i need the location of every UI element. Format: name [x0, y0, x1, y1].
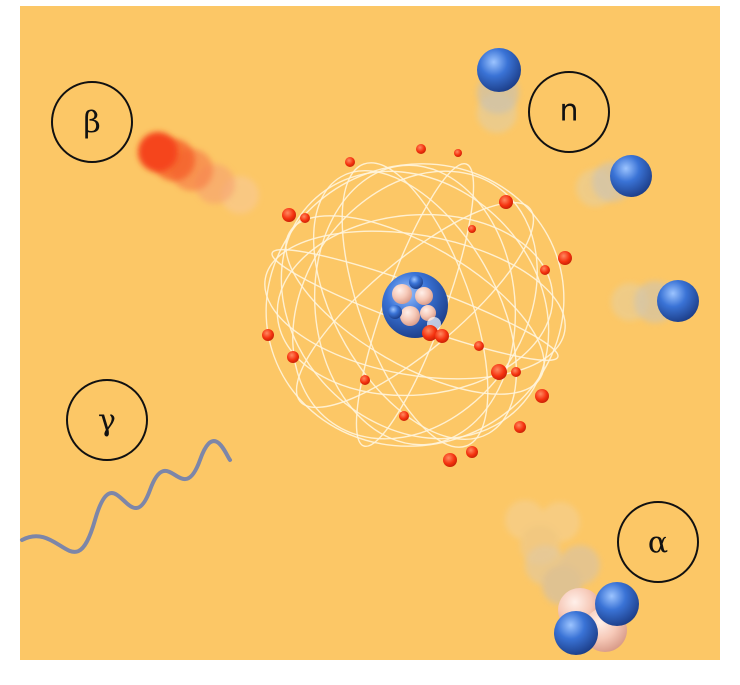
electron — [416, 144, 426, 154]
alpha-symbol: α — [648, 526, 668, 561]
electron — [262, 329, 274, 341]
electron — [360, 375, 370, 385]
beta-label: β — [51, 81, 133, 163]
electron — [511, 367, 521, 377]
electron — [300, 213, 310, 223]
neutron-symbol: n — [559, 94, 578, 129]
wave-icon — [20, 439, 232, 554]
electron — [443, 453, 457, 467]
electron — [466, 446, 478, 458]
electron — [468, 225, 476, 233]
electron — [474, 341, 484, 351]
electron — [454, 149, 462, 157]
electron — [287, 351, 299, 363]
atom-icon — [262, 144, 572, 467]
electron — [399, 411, 409, 421]
electron — [499, 195, 513, 209]
electron — [535, 389, 549, 403]
electron — [540, 265, 550, 275]
electron — [345, 157, 355, 167]
gamma-symbol: γ — [98, 404, 116, 439]
electrons — [262, 144, 572, 467]
electron — [282, 208, 296, 222]
neutron-label: n — [528, 71, 610, 153]
electron — [558, 251, 572, 265]
beta-symbol: β — [83, 106, 100, 141]
alpha-label: α — [617, 501, 699, 583]
neutron-sphere-icon — [477, 48, 699, 323]
atom-nucleus — [382, 272, 449, 343]
electron-trail-icon — [138, 132, 259, 214]
gamma-label: γ — [66, 379, 148, 461]
electron — [491, 364, 507, 380]
electron — [514, 421, 526, 433]
helium-nucleus-icon — [505, 500, 639, 655]
